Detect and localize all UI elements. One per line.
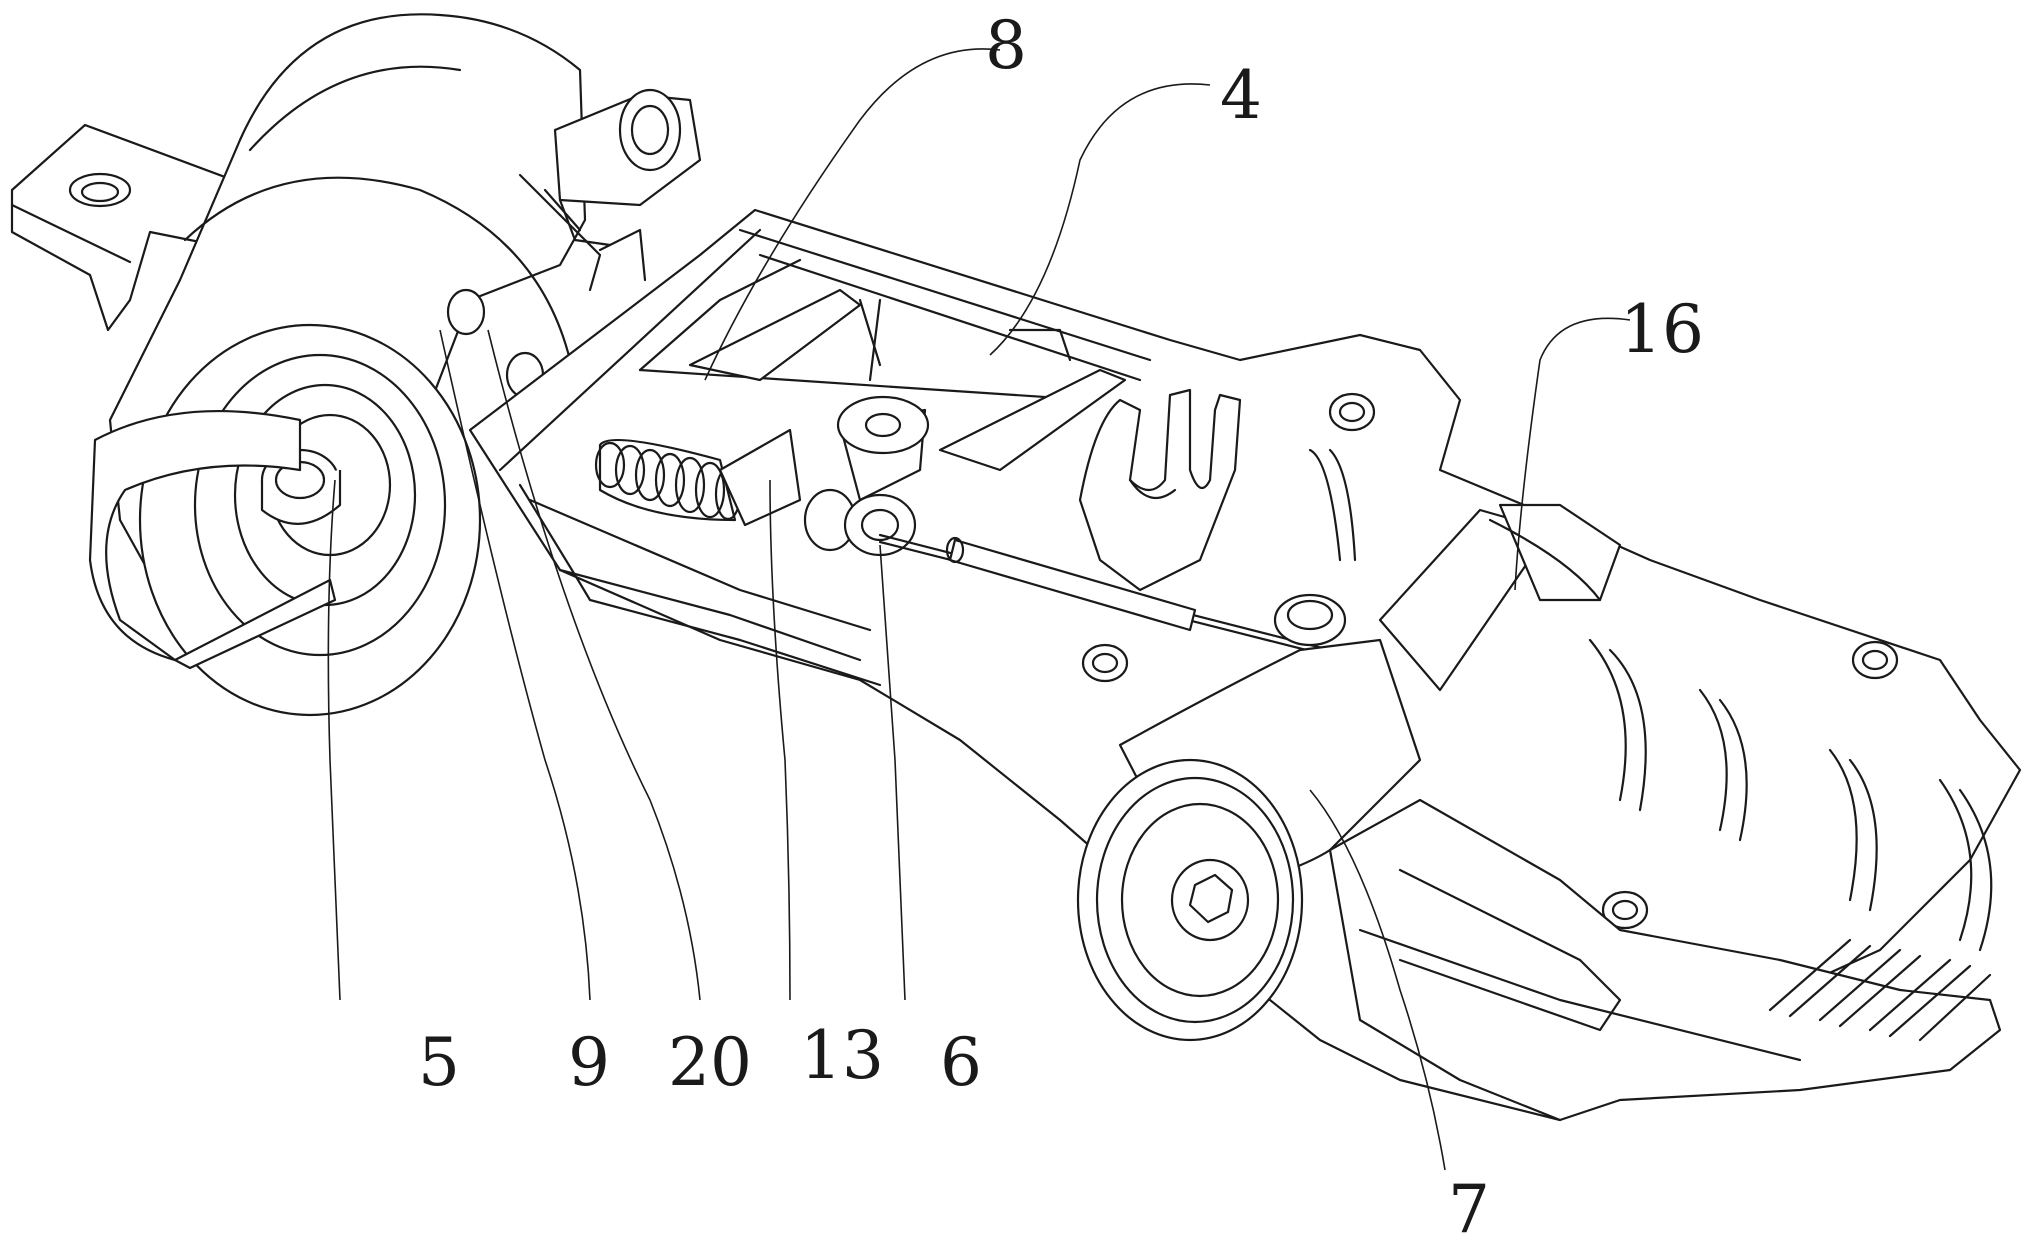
housing-holes [448, 290, 543, 397]
leader-4 [990, 84, 1210, 355]
label-9: 9 [568, 1024, 610, 1101]
label-6: 6 [940, 1024, 982, 1101]
label-8: 8 [985, 7, 1027, 84]
label-7: 7 [1448, 1171, 1490, 1246]
label-4: 4 [1220, 57, 1262, 134]
label-20: 20 [668, 1024, 752, 1101]
middle-boss [1275, 595, 1345, 645]
small-roller [805, 490, 915, 555]
label-5: 5 [418, 1024, 460, 1101]
label-16: 16 [1620, 291, 1704, 368]
label-13: 13 [800, 1017, 884, 1094]
